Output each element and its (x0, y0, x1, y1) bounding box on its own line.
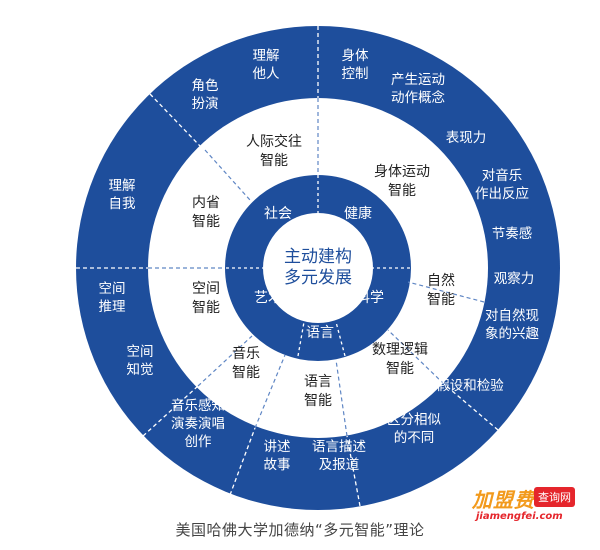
svg-text:控制: 控制 (342, 66, 369, 82)
svg-text:语言: 语言 (304, 374, 332, 390)
watermark-tag: 查询网 (534, 487, 575, 507)
svg-text:区分相似: 区分相似 (387, 412, 441, 428)
svg-text:创作: 创作 (185, 434, 212, 450)
svg-text:智能: 智能 (304, 393, 332, 409)
middle-label-linguistic: 语言 智能 (304, 374, 332, 409)
svg-text:智能: 智能 (386, 361, 414, 377)
watermark-brand: 加盟费 (472, 488, 535, 512)
svg-text:智能: 智能 (192, 214, 220, 230)
svg-text:内省: 内省 (192, 195, 220, 211)
inner-label-science: 科学 (356, 290, 384, 306)
svg-text:观察力: 观察力 (494, 270, 535, 287)
svg-text:故事: 故事 (264, 457, 291, 473)
svg-text:空间: 空间 (192, 281, 220, 297)
svg-text:身体运动: 身体运动 (374, 164, 430, 180)
inner-label-social: 社会 (264, 206, 292, 222)
svg-text:演奏演唱: 演奏演唱 (171, 416, 225, 432)
watermark-url: jiamengfei.com (476, 511, 563, 522)
svg-text:自然: 自然 (427, 272, 455, 289)
svg-text:他人: 他人 (253, 66, 280, 82)
outer-label-understand-others: 理解 他人 (253, 48, 280, 82)
svg-text:智能: 智能 (232, 365, 260, 381)
svg-text:数理逻辑: 数理逻辑 (372, 342, 428, 358)
middle-label-spatial: 空间 智能 (192, 281, 220, 316)
svg-text:人际交往: 人际交往 (246, 133, 302, 150)
svg-text:象的兴趣: 象的兴趣 (485, 326, 539, 342)
middle-label-musical: 音乐 智能 (232, 345, 260, 381)
outer-label-body-control: 身体 控制 (342, 48, 369, 82)
svg-text:智能: 智能 (260, 153, 288, 169)
inner-separators (226, 175, 410, 357)
outer-label-expressiveness: 表现力 (446, 130, 487, 146)
svg-text:智能: 智能 (427, 292, 455, 308)
svg-text:推理: 推理 (99, 299, 126, 315)
svg-text:理解: 理解 (109, 178, 136, 194)
multiple-intelligences-wheel: 主动建构 多元发展 社会 健康 科学 语言 艺术 人际交往 智能 身体运动 智能… (76, 26, 560, 510)
svg-text:讲述: 讲述 (264, 439, 291, 455)
outer-label-storytelling: 讲述 故事 (264, 439, 291, 473)
inner-label-art: 艺术 (254, 290, 282, 306)
outer-label-nature-interest: 对自然现 象的兴趣 (485, 307, 539, 342)
middle-label-interpersonal: 人际交往 智能 (246, 133, 302, 169)
middle-separators (148, 98, 485, 437)
outer-separators (76, 26, 499, 507)
figure-caption: 美国哈佛大学加德纳“多元智能”理论 (175, 521, 425, 539)
outer-label-respond-to-music: 对音乐 作出反应 (475, 167, 529, 202)
svg-text:假设和检验: 假设和检验 (436, 378, 504, 394)
middle-label-bodily: 身体运动 智能 (374, 164, 430, 199)
svg-text:空间: 空间 (127, 344, 154, 360)
outer-label-spatial-perception: 空间 知觉 (127, 344, 154, 378)
outer-label-hypothesis: 假设和检验 (436, 378, 504, 394)
svg-text:自我: 自我 (109, 196, 136, 212)
outer-label-rhythm: 节奏感 (492, 225, 533, 242)
svg-text:对自然现: 对自然现 (485, 307, 539, 324)
svg-text:扮演: 扮演 (192, 96, 219, 112)
svg-text:知觉: 知觉 (127, 361, 154, 378)
svg-text:空间: 空间 (99, 281, 126, 297)
svg-text:身体: 身体 (342, 48, 369, 64)
svg-text:及报道: 及报道 (319, 457, 360, 473)
svg-text:动作概念: 动作概念 (391, 89, 445, 106)
svg-text:的不同: 的不同 (394, 430, 435, 446)
svg-text:作出反应: 作出反应 (475, 185, 529, 202)
svg-text:角色: 角色 (192, 77, 219, 94)
outer-label-movement-concepts: 产生运动 动作概念 (391, 72, 445, 106)
outer-label-role-play: 角色 扮演 (192, 77, 219, 112)
inner-label-language: 语言 (306, 325, 334, 341)
middle-label-intrapersonal: 内省 智能 (192, 195, 220, 230)
core-title-line1: 主动建构 (284, 247, 352, 267)
outer-label-music-perform: 音乐感知 演奏演唱 创作 (171, 397, 225, 450)
outer-label-spatial-reasoning: 空间 推理 (99, 281, 126, 315)
svg-text:产生运动: 产生运动 (391, 72, 445, 88)
outer-label-similarity: 区分相似 的不同 (387, 412, 441, 446)
svg-text:节奏感: 节奏感 (492, 225, 533, 242)
svg-text:智能: 智能 (192, 300, 220, 316)
inner-label-health: 健康 (344, 205, 372, 222)
outer-label-observation: 观察力 (494, 270, 535, 287)
svg-text:语言描述: 语言描述 (312, 439, 366, 455)
watermark-logo: 加盟费 查询网 jiamengfei.com (472, 484, 596, 528)
outer-label-describe-report: 语言描述 及报道 (312, 439, 366, 473)
svg-text:对音乐: 对音乐 (482, 167, 523, 184)
svg-text:音乐: 音乐 (232, 345, 260, 362)
svg-text:音乐感知: 音乐感知 (171, 397, 225, 414)
core-circle (263, 213, 373, 323)
svg-text:表现力: 表现力 (446, 130, 487, 146)
svg-text:智能: 智能 (388, 183, 416, 199)
middle-label-naturalist: 自然 智能 (427, 272, 455, 308)
middle-label-logical: 数理逻辑 智能 (372, 342, 428, 377)
outer-label-understand-self: 理解 自我 (109, 178, 136, 212)
svg-text:理解: 理解 (253, 48, 280, 64)
core-title-line2: 多元发展 (284, 268, 352, 288)
